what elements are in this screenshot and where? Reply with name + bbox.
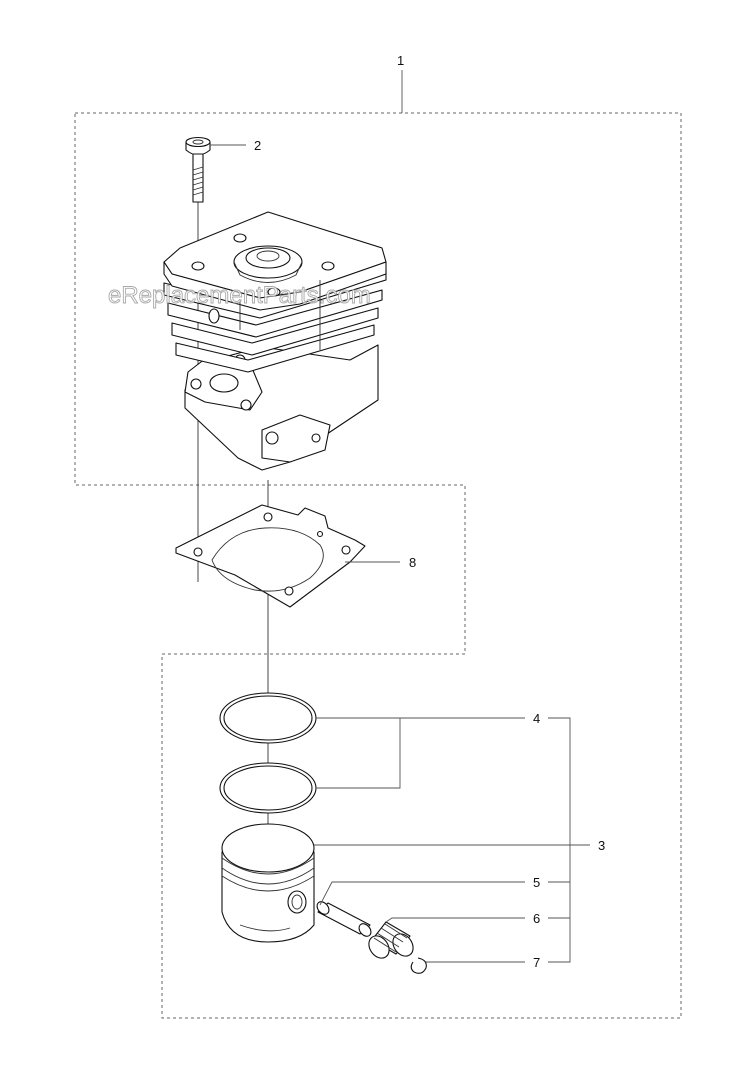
- callout-6-label: 6: [533, 911, 540, 926]
- callout-8-label: 8: [409, 555, 416, 570]
- callout-labels: 1 2 8 4 3 5 6 7: [254, 53, 605, 970]
- piston-pin-part: [316, 901, 372, 937]
- cylinder-bolt-part: [185, 136, 211, 203]
- leader-lines: [210, 70, 590, 963]
- watermark-text: eReplacementParts.com: [108, 282, 371, 309]
- needle-bearing-part: [368, 921, 414, 959]
- cylinder-part: [163, 211, 387, 471]
- callout-1-label: 1: [397, 53, 404, 68]
- callout-5-label: 5: [533, 875, 540, 890]
- cylinder-gasket-part: [175, 504, 366, 608]
- callout-7-label: 7: [533, 955, 540, 970]
- piston-ring-lower-part: [219, 762, 317, 814]
- group-boundaries: [74, 112, 682, 1019]
- callout-4-label: 4: [533, 711, 540, 726]
- circlip-part: [410, 957, 427, 974]
- callout-3-label: 3: [598, 838, 605, 853]
- piston-part: [221, 823, 315, 943]
- piston-ring-upper-part: [219, 692, 317, 744]
- callout-2-label: 2: [254, 138, 261, 153]
